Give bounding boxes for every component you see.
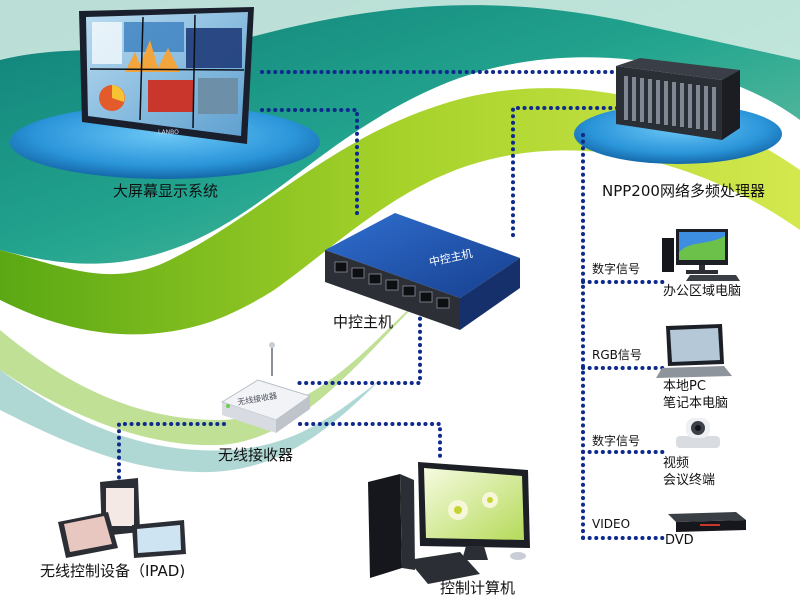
wall-brand: LANBO: [158, 129, 179, 136]
laptop-base: [656, 366, 732, 378]
processor-rack: [616, 58, 740, 140]
wall-pie-slice: [112, 85, 125, 102]
wireless-receiver-device: 无线接收器: [220, 342, 312, 433]
label-video-conference: 视频 会议终端: [663, 456, 716, 488]
dvd-device: [668, 512, 746, 532]
label-central-host: 中控主机: [333, 313, 394, 331]
tower-side: [400, 474, 415, 570]
link-host-receiver: [296, 310, 422, 385]
rack-side: [722, 70, 740, 140]
office-tower: [662, 238, 674, 272]
monitor-screen: [424, 468, 524, 540]
link-wall-host: [260, 108, 359, 217]
ipad-left-screen: [64, 516, 112, 552]
receiver-front: [222, 402, 276, 433]
signal-digital-2: 数字信号: [592, 434, 641, 448]
signal-digital-1: 数字信号: [592, 262, 641, 276]
wall-panel-grid: [124, 22, 184, 52]
links: [117, 70, 666, 540]
link-processor-host: [511, 106, 619, 240]
switch-top: [325, 213, 520, 298]
wave-green-lower: [0, 300, 420, 446]
wave-teal-lower: [0, 370, 380, 473]
video-conference-device: [676, 418, 720, 448]
laptop-device: [656, 324, 732, 378]
label-wireless-receiver: 无线接收器: [218, 446, 294, 464]
office-pc-device: [662, 229, 740, 281]
mouse: [510, 552, 526, 560]
label-office-pc: 办公区域电脑: [663, 284, 742, 299]
label-laptop: 本地PC 笔记本电脑: [663, 379, 729, 411]
wave-white: [0, 169, 800, 600]
label-video-wall: 大屏幕显示系统: [113, 182, 219, 200]
receiver-side: [276, 396, 310, 433]
signal-rgb: RGB信号: [592, 348, 642, 362]
laptop-screen: [670, 328, 720, 362]
wall-panel-peaks: [125, 40, 180, 72]
link-receiver-ipad: [117, 422, 226, 482]
label-dvd: DVD: [665, 533, 694, 548]
wall-panel-truck: [148, 80, 194, 112]
central-host-switch: 中控主机: [325, 213, 520, 330]
wall-panel-chart: [92, 22, 122, 64]
link-receiver-computer: [298, 422, 442, 464]
wall-panel-photo: [198, 78, 238, 114]
video-wall: LANBO: [79, 7, 254, 144]
keyboard: [408, 552, 480, 584]
ipad-right-screen: [137, 525, 181, 553]
switch-side: [460, 258, 520, 330]
dvd-top: [668, 512, 746, 522]
monitor-stand: [462, 546, 488, 560]
label-control-computer: 控制计算机: [440, 579, 516, 597]
tower-front: [368, 474, 402, 578]
label-wireless-device: 无线控制设备（IPAD): [40, 562, 186, 580]
label-processor: NPP200网络多频处理器: [602, 182, 765, 200]
signal-video: VIDEO: [592, 517, 631, 531]
ipad-devices: [58, 478, 186, 558]
ipad-back-screen: [106, 488, 134, 526]
control-computer-device: [368, 462, 530, 584]
rack-top: [616, 58, 740, 80]
